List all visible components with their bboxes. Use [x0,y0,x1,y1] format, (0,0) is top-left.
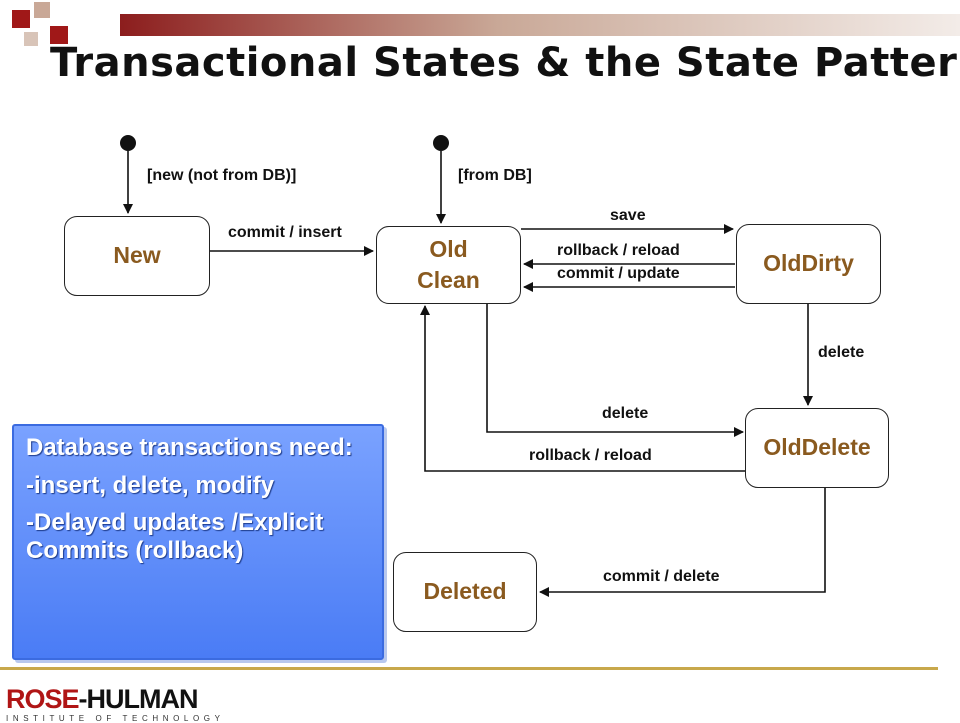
state-old-dirty-label: OldDirty [763,250,854,277]
save-label: save [610,207,646,224]
decor-square [12,10,30,28]
decor-square [34,2,50,18]
state-new-label: New [113,242,161,269]
rollback-reload-bottom-label: rollback / reload [529,447,652,464]
callout-line-2: -insert, delete, modify [26,471,275,499]
delete-dirty-label: delete [818,344,865,361]
commit-update-label: commit / update [557,265,680,282]
logo-name-part1: ROSE [6,684,80,714]
state-deleted: Deleted [393,552,537,632]
footer-divider [0,667,938,670]
decor-square [24,32,38,46]
callout-line-1: Database transactions need: [26,434,353,461]
initial-state-new [120,135,136,151]
callout-line-3: -Delayed updates /Explicit Commits (roll… [26,509,324,564]
state-old-dirty: OldDirty [736,224,881,304]
slide-title: Transactional States & the State Pattern [50,40,960,86]
initial-state-db [433,135,449,151]
rollback-reload-top-label: rollback / reload [557,242,680,259]
state-old-delete: OldDelete [745,408,889,488]
arrow-commit-delete [539,488,826,597]
requirements-callout: Database transactions need: -insert, del… [12,424,384,660]
state-new: New [64,216,210,296]
guard-db-label: [from DB] [458,167,532,184]
arrow-delete-clean [486,304,744,437]
decor-square [50,26,68,44]
rose-hulman-logo: ROSE-HULMAN INSTITUTE OF TECHNOLOGY [6,686,225,723]
state-old-clean: Old Clean [376,226,521,304]
state-deleted-label: Deleted [423,578,507,605]
guard-new-label: [new (not from DB)] [147,167,297,184]
delete-clean-label: delete [602,405,649,422]
state-old-delete-label: OldDelete [763,434,871,461]
logo-subtitle: INSTITUTE OF TECHNOLOGY [6,714,225,723]
arrow-rollback-reload-bottom [420,305,745,472]
header-bar [120,14,960,36]
state-old-clean-label: Old Clean [417,235,480,293]
logo-name-part2: -HULMAN [78,684,199,714]
commit-insert-label: commit / insert [228,224,342,241]
commit-delete-label: commit / delete [603,568,720,585]
